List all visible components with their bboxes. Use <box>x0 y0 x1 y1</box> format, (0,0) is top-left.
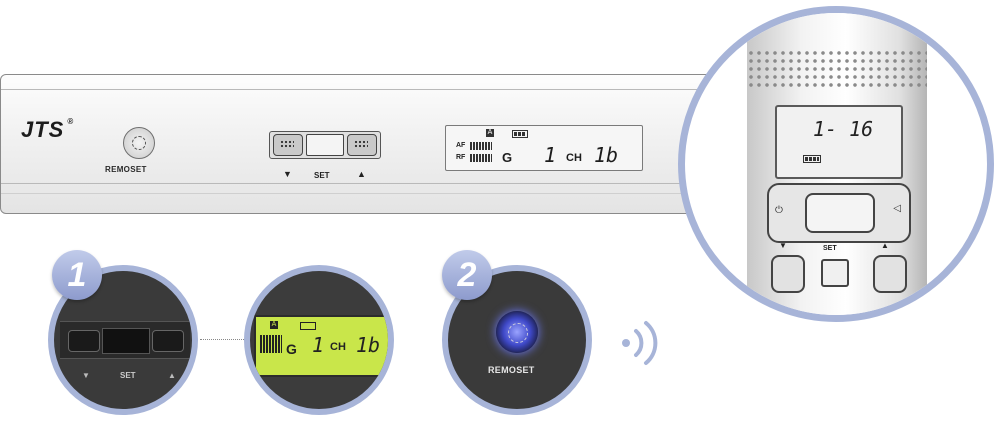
remoset-label: REMOSET <box>105 165 147 174</box>
microphone-lcd: 1- 16 <box>775 105 903 179</box>
channel-number: 1 <box>544 143 557 167</box>
set-button[interactable] <box>306 134 344 156</box>
step1-set-buttons-closeup: ▼ SET ▲ <box>48 265 198 415</box>
arrow-down-icon: ▼ <box>283 169 292 179</box>
channel-value: 1b <box>594 143 619 167</box>
registered-mark: ® <box>67 117 75 126</box>
arrow-up-icon: ▲ <box>357 169 366 179</box>
arrow-up-icon: ▲ <box>168 371 176 380</box>
mic-control-pad: ⏻ ◁ <box>767 183 911 243</box>
channel-value: 1b <box>356 333 381 357</box>
rf-meter <box>470 154 492 162</box>
battery-icon <box>803 155 821 163</box>
set-label: SET <box>823 245 837 252</box>
set-label: SET <box>314 171 330 180</box>
microphone-grille <box>747 49 927 89</box>
mic-set-button[interactable] <box>821 259 849 287</box>
group-label: G <box>286 341 297 357</box>
ch-label: CH <box>330 341 346 353</box>
lcd-closeup: A G 1 CH 1b <box>254 315 388 377</box>
set-button-panel <box>60 321 190 359</box>
step1-lcd-closeup: A G 1 CH 1b <box>244 265 394 415</box>
preset-indicator: A <box>486 129 494 137</box>
af-label: AF <box>456 142 466 149</box>
arrow-down-icon: ▼ <box>82 371 90 380</box>
arrow-up-icon: ▲ <box>881 241 889 250</box>
remoset-port-glowing[interactable] <box>496 311 538 353</box>
signal-meter <box>260 335 282 353</box>
microphone-closeup: 1- 16 ⏻ ◁ ▼ SET ▲ <box>678 6 994 322</box>
set-button[interactable] <box>102 328 150 354</box>
af-meter <box>470 142 492 150</box>
connector-line <box>200 339 248 340</box>
panel-rail <box>1 183 759 184</box>
receiver-front-panel: JTS® REMOSET ▼ SET ▲ A AF RF G 1 CH 1b <box>0 74 760 214</box>
brand-name: JTS <box>21 117 65 142</box>
rf-label: RF <box>456 154 466 161</box>
receiver-lcd: A AF RF G 1 CH 1b <box>445 125 643 171</box>
mic-channel-display: 1- 16 <box>813 117 874 141</box>
arrow-down-icon: ▼ <box>779 241 787 250</box>
battery-icon <box>300 322 316 330</box>
panel-rail <box>1 193 759 194</box>
mic-up-button[interactable] <box>873 255 907 293</box>
signal-wave-icon <box>622 321 658 365</box>
mute-icon: ◁ <box>893 203 901 214</box>
preset-indicator: A <box>270 321 278 329</box>
brand-logo: JTS® <box>21 117 74 143</box>
mic-power-button[interactable] <box>805 193 875 233</box>
ch-label: CH <box>566 152 582 164</box>
up-button[interactable] <box>152 330 184 352</box>
down-button[interactable] <box>68 330 100 352</box>
panel-rail <box>1 89 759 90</box>
set-button-group <box>269 131 381 159</box>
group-label: G <box>502 150 513 165</box>
mic-button-row: ▼ SET ▲ <box>767 241 907 295</box>
step-badge-2: 2 <box>442 250 492 300</box>
set-label: SET <box>120 371 136 380</box>
microphone-body: 1- 16 ⏻ ◁ ▼ SET ▲ <box>747 13 927 315</box>
battery-icon <box>512 130 528 138</box>
power-icon: ⏻ <box>775 205 783 216</box>
down-button[interactable] <box>273 134 303 156</box>
channel-number: 1 <box>312 333 325 357</box>
up-button[interactable] <box>347 134 377 156</box>
step-badge-1: 1 <box>52 250 102 300</box>
remoset-label: REMOSET <box>488 365 535 375</box>
mic-down-button[interactable] <box>771 255 805 293</box>
remoset-port[interactable] <box>123 127 155 159</box>
